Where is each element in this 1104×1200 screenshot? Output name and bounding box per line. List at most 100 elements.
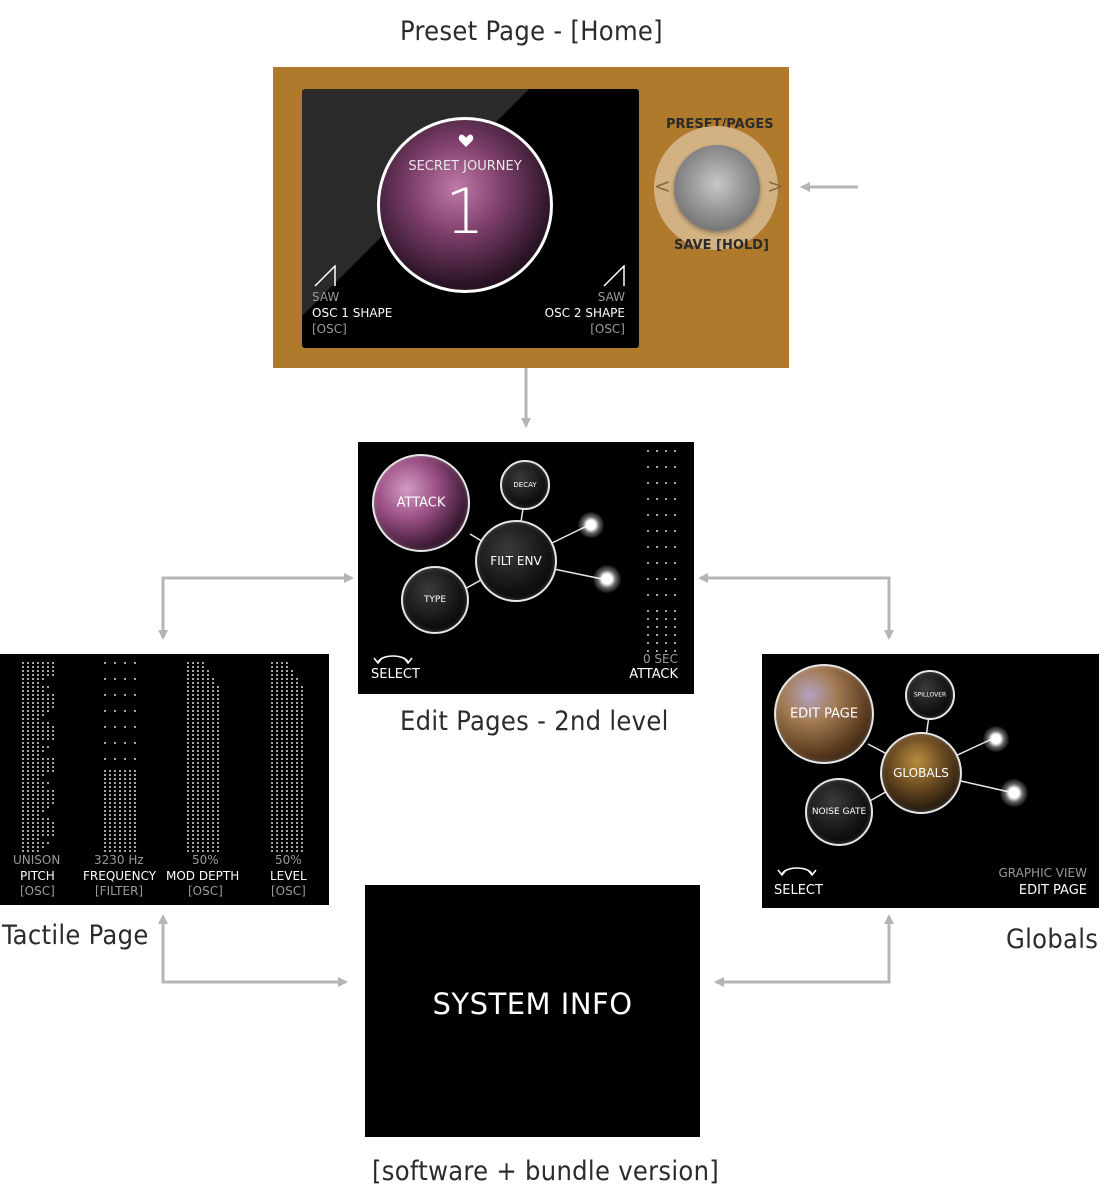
meter-dot (202, 690, 204, 692)
meter-dot (129, 766, 131, 768)
edit-page-node[interactable]: EDIT PAGE (774, 664, 874, 764)
meter-dot (207, 694, 209, 696)
tactile-col3-group: [OSC] (188, 884, 223, 898)
meter-dot (301, 674, 303, 676)
meter-dot (52, 750, 54, 752)
meter-dot (37, 794, 39, 796)
edit-glow-node[interactable] (578, 512, 604, 538)
meter-dot (187, 674, 189, 676)
meter-dot (665, 578, 667, 580)
meter-dot (27, 706, 29, 708)
noise-gate-node[interactable]: NOISE GATE (805, 778, 873, 846)
meter-dot (119, 662, 121, 664)
meter-dot (119, 782, 121, 784)
meter-dot (42, 850, 44, 852)
meter-dot (286, 830, 288, 832)
meter-dot (656, 546, 658, 548)
meter-dot (52, 674, 54, 676)
tactile-col1-group: [OSC] (20, 884, 55, 898)
meter-dot (104, 706, 106, 708)
meter-dot (202, 834, 204, 836)
knob-right-arrow[interactable]: > (767, 174, 784, 198)
meter-dot (27, 730, 29, 732)
meter-dot (217, 694, 219, 696)
type-node[interactable]: TYPE (401, 566, 469, 634)
meter-dot (291, 726, 293, 728)
meter-dot (187, 682, 189, 684)
globals-glow-node[interactable] (983, 726, 1009, 752)
meter-dot (52, 730, 54, 732)
meter-dot (212, 674, 214, 676)
meter-dot (296, 722, 298, 724)
meter-dot (665, 650, 667, 652)
preset-name: SECRET JOURNEY (408, 159, 522, 174)
meter-dot (104, 718, 106, 720)
meter-dot (47, 802, 49, 804)
meter-dot (276, 734, 278, 736)
globals-glow-node[interactable] (1000, 779, 1028, 807)
meter-dot (296, 846, 298, 848)
meter-dot (42, 774, 44, 776)
meter-dot (22, 666, 24, 668)
meter-dot (134, 774, 136, 776)
meter-dot (217, 666, 219, 668)
meter-dot (217, 722, 219, 724)
saw-wave-icon (603, 265, 625, 287)
meter-dot (296, 666, 298, 668)
preset-circle[interactable]: SECRET JOURNEY 1 (377, 117, 553, 293)
meter-dot (281, 722, 283, 724)
meter-dot (47, 830, 49, 832)
meter-dot (207, 778, 209, 780)
meter-dot (129, 690, 131, 692)
meter-dot (27, 718, 29, 720)
meter-dot (109, 838, 111, 840)
meter-dot (109, 778, 111, 780)
meter-dot (109, 698, 111, 700)
meter-dot (187, 846, 189, 848)
meter-dot (286, 834, 288, 836)
meter-dot (104, 734, 106, 736)
meter-dot (37, 834, 39, 836)
meter-dot (32, 694, 34, 696)
meter-dot (22, 842, 24, 844)
meter-dot (647, 490, 649, 492)
preset-knob[interactable] (674, 145, 760, 231)
meter-dot (286, 822, 288, 824)
meter-dot (197, 666, 199, 668)
edit-glow-node[interactable] (593, 565, 621, 593)
meter-dot (281, 822, 283, 824)
knob-left-arrow[interactable]: < (654, 174, 671, 198)
meter-dot (197, 826, 199, 828)
meter-dot (286, 734, 288, 736)
globals-node[interactable]: GLOBALS (880, 732, 962, 814)
meter-dot (119, 826, 121, 828)
meter-dot (134, 822, 136, 824)
attack-node[interactable]: ATTACK (372, 454, 470, 552)
meter-dot (301, 822, 303, 824)
meter-dot (217, 806, 219, 808)
meter-dot (37, 766, 39, 768)
spillover-node[interactable]: SPILLOVER (905, 670, 955, 720)
meter-dot (109, 682, 111, 684)
meter-dot (104, 770, 106, 772)
filt-env-node[interactable]: FILT ENV (475, 520, 557, 602)
meter-dot (296, 810, 298, 812)
meter-dot (114, 814, 116, 816)
meter-dot (207, 734, 209, 736)
meter-dot (301, 818, 303, 820)
meter-dot (197, 766, 199, 768)
meter-dot (301, 846, 303, 848)
meter-dot (187, 698, 189, 700)
meter-dot (109, 734, 111, 736)
meter-dot (42, 722, 44, 724)
tactile-col4-name: LEVEL (270, 869, 307, 883)
meter-dot (187, 666, 189, 668)
meter-dot (202, 698, 204, 700)
meter-dot (47, 818, 49, 820)
meter-dot (291, 810, 293, 812)
decay-node[interactable]: DECAY (500, 460, 550, 510)
meter-dot (52, 678, 54, 680)
meter-dot (104, 758, 106, 760)
meter-dot (202, 770, 204, 772)
meter-dot (271, 702, 273, 704)
